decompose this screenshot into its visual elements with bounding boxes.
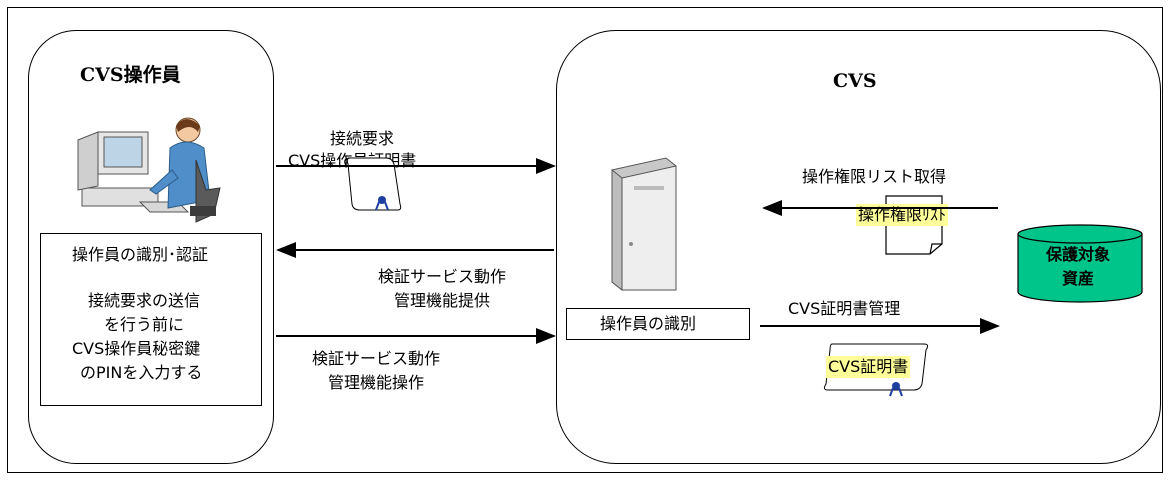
operator-certificate-icon	[344, 157, 402, 211]
pin-text-line3: CVS操作員秘密鍵	[72, 339, 201, 358]
cvs-cert-label: CVS証明書	[826, 356, 911, 378]
operator-computer-icon	[77, 117, 221, 223]
pin-text-line2: を行う前に	[104, 315, 185, 334]
operate-label-line1: 検証サービス動作	[312, 349, 441, 368]
identify-box	[566, 308, 750, 340]
server-icon	[611, 157, 677, 292]
provide-label-line1: 検証サービス動作	[378, 267, 507, 286]
privilege-doc-label: 操作権限ﾘｽﾄ	[856, 204, 949, 226]
operator-panel-title: CVS操作員	[80, 64, 181, 86]
pin-text-line4: のPINを入力する	[80, 363, 203, 382]
provide-label-line2: 管理機能提供	[394, 291, 491, 310]
operator-auth-box	[40, 233, 262, 406]
identify-text: 操作員の識別	[600, 314, 697, 333]
diagram-frame	[7, 7, 1163, 473]
auth-text: 操作員の識別･認証	[72, 245, 209, 264]
database-icon	[1017, 224, 1143, 303]
connect-label-line1: 接続要求	[330, 129, 395, 148]
asset-label-line2: 資産	[1062, 269, 1095, 288]
cert-mgmt-label: CVS証明書管理	[788, 299, 901, 318]
pin-text-line1: 接続要求の送信	[88, 291, 201, 310]
operate-label-line2: 管理機能操作	[328, 373, 425, 392]
cvs-panel-title: CVS	[833, 70, 877, 92]
privilege-label: 操作権限リスト取得	[802, 167, 947, 186]
asset-label-line1: 保護対象	[1046, 245, 1111, 264]
